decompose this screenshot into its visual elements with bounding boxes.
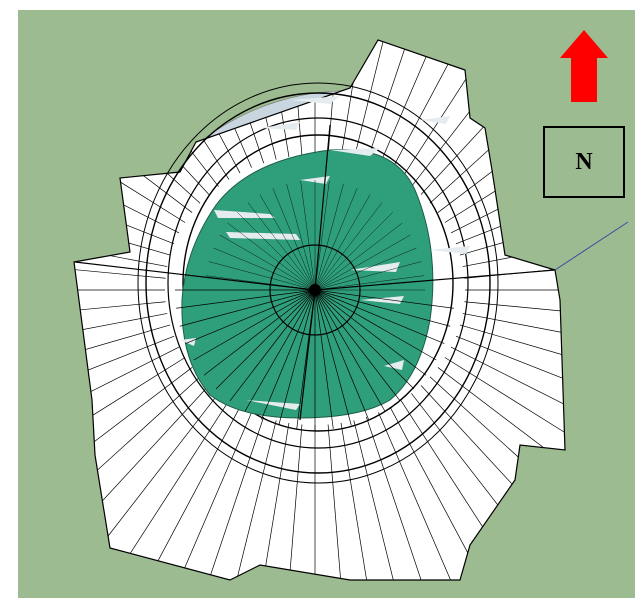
radial-line	[378, 412, 455, 580]
fan-line	[314, 289, 401, 402]
radial-line	[340, 422, 373, 580]
radial-line	[201, 416, 265, 580]
fan-line	[219, 234, 316, 291]
fan-line	[314, 275, 425, 291]
fan-line	[314, 289, 437, 361]
fan-line	[314, 261, 422, 291]
radial-line	[444, 357, 565, 456]
fan-line	[314, 180, 330, 291]
fan-line	[314, 188, 358, 291]
fan-line	[314, 289, 352, 426]
fan-line	[314, 289, 454, 309]
radial-line	[464, 301, 565, 320]
radial-line	[455, 335, 565, 404]
fan-line	[272, 188, 316, 291]
radial-line	[149, 406, 241, 576]
radial-line	[81, 385, 210, 524]
axis-line	[299, 289, 316, 421]
fan-line	[261, 289, 316, 420]
radial-line	[102, 393, 219, 544]
radial-line	[450, 346, 565, 430]
radial-line	[459, 324, 565, 376]
fan-line	[314, 289, 451, 327]
radial-line	[125, 400, 230, 561]
fan-line	[278, 289, 316, 426]
fan-line	[203, 289, 316, 376]
north-label-box: N	[543, 126, 625, 198]
contour-ring	[167, 117, 469, 449]
fan-line	[314, 234, 411, 291]
fan-line	[300, 180, 316, 291]
radial-line	[74, 260, 166, 279]
fan-line	[314, 183, 344, 291]
radial-line	[462, 313, 565, 348]
fan-line	[314, 202, 383, 291]
axis-line	[314, 269, 556, 291]
radial-line	[74, 367, 193, 480]
radial-line	[257, 422, 290, 580]
fan-line	[314, 247, 417, 291]
center-circle	[269, 244, 361, 336]
fan-line	[314, 289, 445, 344]
radial-line	[353, 420, 401, 580]
contour-rings	[137, 82, 499, 484]
fan-line	[314, 289, 386, 412]
radial-line	[175, 412, 252, 580]
fan-line	[247, 202, 316, 291]
radial-line	[74, 335, 175, 404]
fan-line	[185, 289, 316, 344]
fan-line	[314, 212, 393, 291]
radial-line	[74, 357, 186, 456]
fan-line	[314, 222, 403, 291]
fan-line	[179, 289, 316, 327]
fan-line	[314, 194, 371, 291]
contour-ring	[182, 134, 454, 432]
fan-line	[314, 289, 369, 420]
radial-line	[327, 424, 345, 580]
fan-line	[229, 289, 316, 402]
ice-fragments	[180, 96, 470, 410]
fan-line	[314, 289, 415, 390]
axis-line	[314, 124, 331, 291]
center-hub	[309, 284, 321, 296]
fan-line	[259, 194, 316, 291]
contour-ring	[137, 82, 499, 484]
contour-ring	[145, 92, 491, 474]
fan-line	[193, 289, 316, 361]
fan-line	[244, 289, 316, 412]
fan-line	[237, 212, 316, 291]
fan-line	[314, 289, 427, 376]
leader-line	[554, 221, 629, 271]
radial-line	[389, 406, 481, 576]
fan-line	[213, 247, 316, 291]
inner-radial-lines	[74, 124, 556, 430]
radial-line	[285, 424, 303, 580]
fan-line	[176, 289, 316, 309]
north-label: N	[575, 148, 593, 175]
arrow-up-icon	[560, 30, 608, 102]
radial-line	[365, 416, 429, 580]
radial-line	[353, 40, 401, 160]
fan-line	[286, 183, 316, 291]
radial-line	[365, 40, 429, 164]
axis-line	[74, 261, 316, 291]
fan-line	[208, 261, 316, 291]
fan-line	[215, 289, 316, 390]
fan-line	[227, 222, 316, 291]
fan-line	[314, 289, 334, 429]
radial-line	[389, 40, 481, 174]
